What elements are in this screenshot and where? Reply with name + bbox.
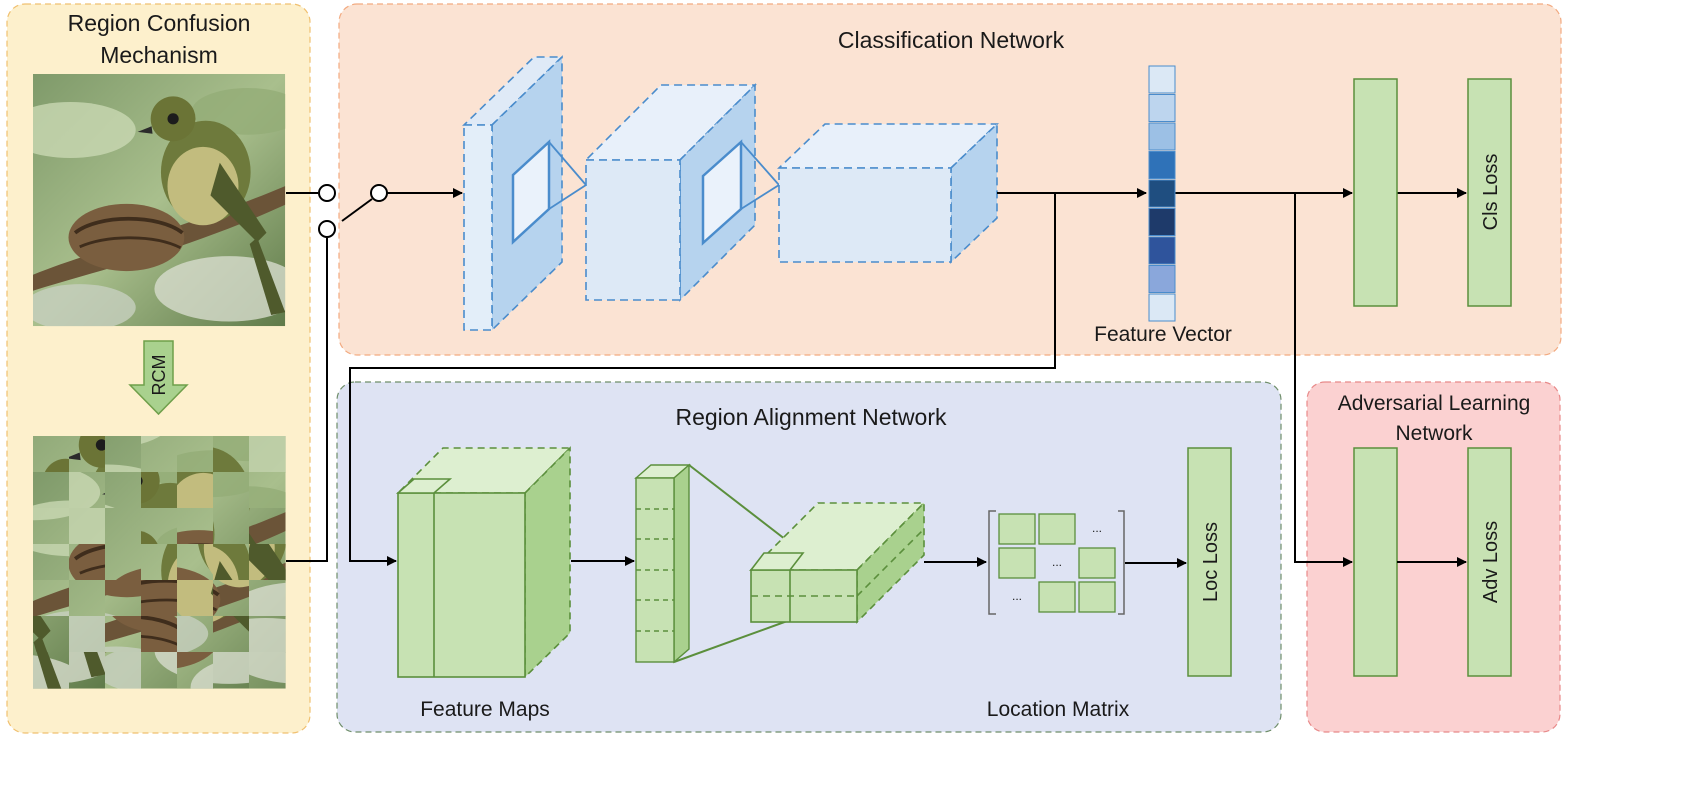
feature-maps-label: Feature Maps (420, 698, 550, 721)
alignment-connectors (571, 556, 1187, 568)
feature-vector-cell (1148, 65, 1176, 94)
classification-connectors (349, 188, 1467, 567)
feature-vector-cell (1148, 122, 1176, 151)
conv-column (634, 463, 691, 664)
feature-vector-cell (1148, 236, 1176, 265)
feature-vector-cell (1148, 293, 1176, 322)
feature-vector-cell (1148, 94, 1176, 122)
alignment-title: Region Alignment Network (675, 404, 947, 430)
rcm-down-arrow: RCM (128, 340, 189, 416)
feature-vector-cell (1148, 179, 1176, 208)
classification-title: Classification Network (838, 27, 1065, 53)
cls-loss-box (1467, 78, 1512, 307)
rcm-arrow-label: RCM (149, 355, 169, 396)
conv-block-2 (584, 83, 757, 302)
loc-loss-label: Loc Loss (1200, 522, 1222, 602)
kernel-projection-2 (740, 141, 780, 210)
feature-maps-cube (395, 446, 572, 679)
fc-layer-cls (1353, 78, 1398, 307)
original-bird-image (33, 74, 286, 327)
cls-loss-label: Cls Loss (1480, 154, 1502, 231)
matrix-ellipsis-1: ... (1092, 521, 1102, 535)
adversarial-title-line2: Network (1395, 422, 1473, 445)
kernel-projection-1 (548, 141, 587, 210)
adv-loss-box (1467, 447, 1512, 677)
rcm-title-line2: Mechanism (100, 42, 218, 68)
pooled-feature-block (749, 501, 926, 624)
location-matrix-label: Location Matrix (987, 698, 1130, 721)
input-switch (286, 184, 463, 562)
conv-block-3 (777, 122, 999, 264)
matrix-ellipsis-3: ... (1012, 589, 1022, 603)
matrix-ellipsis-2: ... (1052, 555, 1062, 569)
feature-vector-label: Feature Vector (1094, 323, 1232, 346)
loc-loss-box (1187, 447, 1232, 677)
feature-vector (1148, 65, 1176, 322)
feature-vector-cell (1148, 208, 1176, 236)
fc-layer-adv (1353, 447, 1398, 677)
adv-loss-label: Adv Loss (1480, 521, 1502, 603)
location-matrix: ... ... ... (988, 510, 1125, 615)
rcm-title-line1: Region Confusion (68, 10, 251, 36)
feature-vector-cell (1148, 265, 1176, 293)
adversarial-title-line1: Adversarial Learning (1338, 392, 1531, 415)
feature-vector-cell (1148, 151, 1176, 179)
